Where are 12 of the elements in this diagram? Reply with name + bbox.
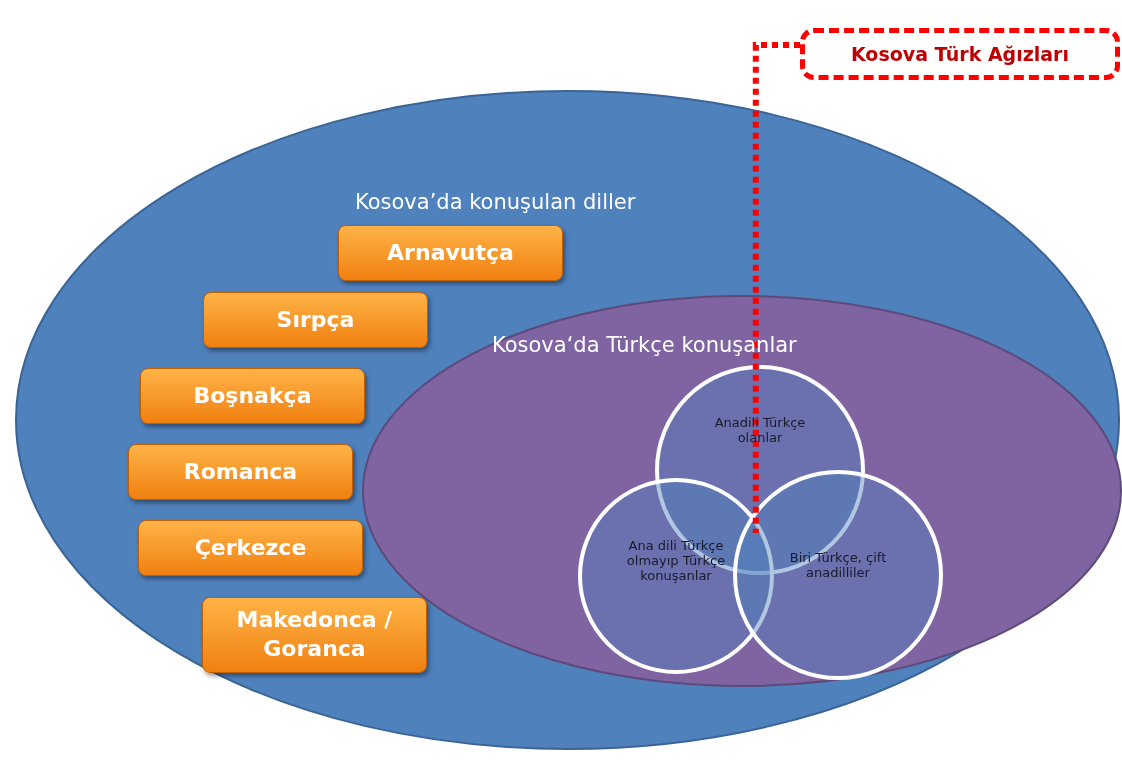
language-box: Çerkezce bbox=[138, 520, 363, 576]
language-box: Arnavutça bbox=[338, 225, 563, 281]
region-label: Kosova‘da Türkçe konuşanlar bbox=[492, 333, 797, 357]
language-box: Makedonca / Goranca bbox=[202, 597, 427, 673]
leader-line bbox=[752, 42, 800, 533]
language-box: Romanca bbox=[128, 444, 353, 500]
language-box: Sırpça bbox=[203, 292, 428, 348]
circle-label: Biri Türkçe, çift anadilliler bbox=[788, 550, 888, 580]
callout-box: Kosova Türk Ağızları bbox=[800, 28, 1120, 80]
circle-label: Anadili Türkçe olanlar bbox=[713, 415, 807, 445]
region-label: Kosova’da konuşulan diller bbox=[355, 190, 636, 214]
language-box: Boşnakça bbox=[140, 368, 365, 424]
